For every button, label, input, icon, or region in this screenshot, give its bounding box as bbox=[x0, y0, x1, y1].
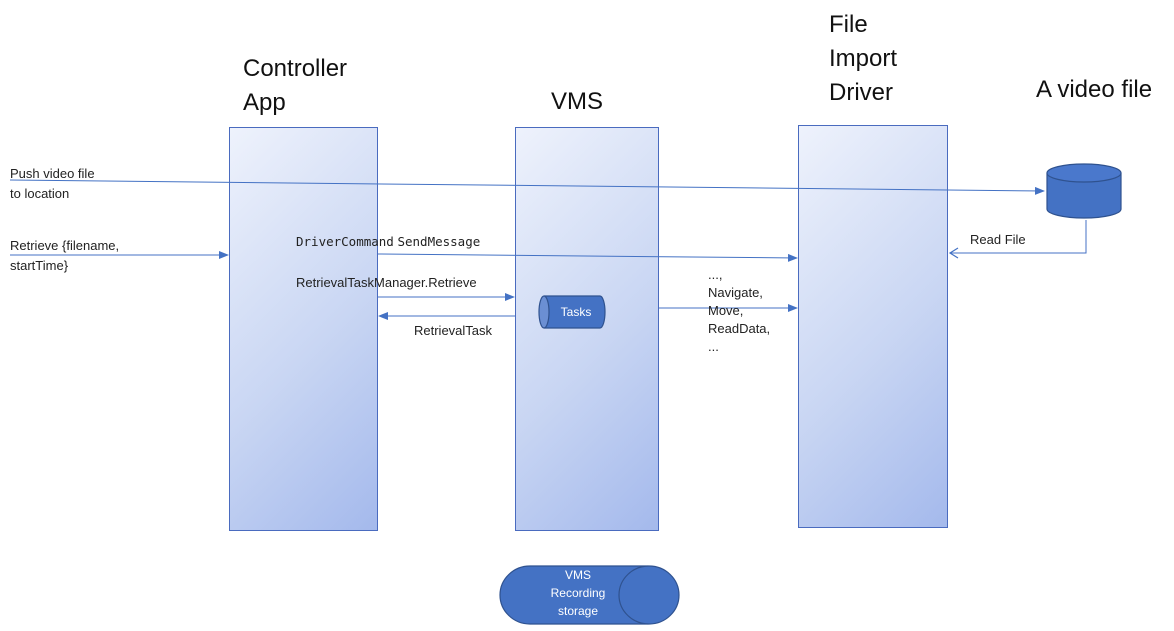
tasks-label: Tasks bbox=[560, 305, 592, 319]
file-import-driver-lane bbox=[798, 125, 948, 528]
video-file-title: A video file bbox=[1036, 76, 1153, 103]
read-file-arrowhead bbox=[948, 247, 959, 259]
send-message-text: SendMessage bbox=[397, 234, 481, 249]
file-import-driver-title: File Import Driver bbox=[829, 11, 898, 106]
vms-lane bbox=[515, 127, 659, 531]
send-message-label: DriverCommand SendMessage bbox=[296, 232, 480, 252]
read-file-arrow bbox=[950, 220, 1087, 254]
video-file-cylinder-icon bbox=[1046, 163, 1122, 219]
send-message-arrow bbox=[377, 253, 798, 262]
retrieval-task-label: RetrievalTask bbox=[414, 323, 493, 338]
push-video-label: Push video file to location bbox=[10, 166, 95, 201]
controller-app-title: Controller App bbox=[243, 55, 348, 116]
recording-storage-icon bbox=[499, 565, 680, 625]
tasks-queue-icon bbox=[538, 295, 606, 329]
driver-command-text: DriverCommand bbox=[296, 234, 394, 249]
recording-storage-label: VMS Recording storage bbox=[550, 568, 606, 618]
controller-app-lane bbox=[229, 127, 378, 531]
read-file-label: Read File bbox=[970, 232, 1026, 247]
push-video-arrow bbox=[9, 179, 1045, 195]
retrieval-task-manager-label: RetrievalTaskManager.Retrieve bbox=[296, 275, 477, 290]
retrieve-label: Retrieve {filename, startTime} bbox=[10, 238, 120, 273]
driver-commands-label: ..., Navigate, Move, ReadData, ... bbox=[708, 267, 771, 354]
vms-title: VMS bbox=[551, 88, 604, 115]
